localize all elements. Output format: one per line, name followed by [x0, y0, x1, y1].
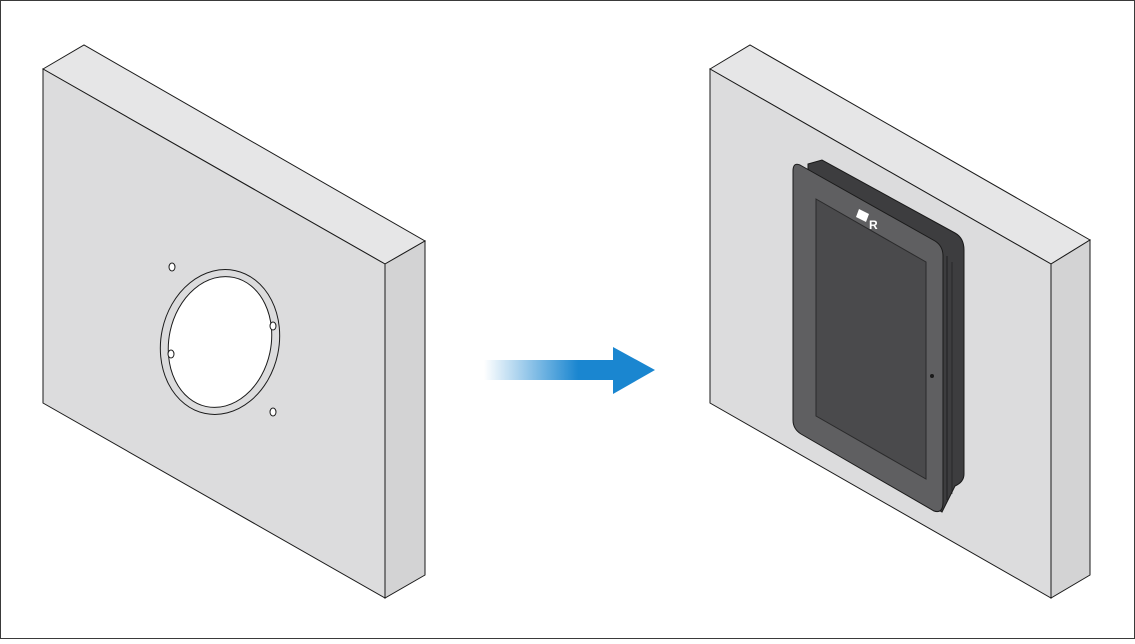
panel-before	[42, 44, 427, 599]
fixing-hole-icon	[269, 321, 277, 331]
panel-side-face	[384, 240, 426, 599]
fixing-hole-icon	[168, 262, 176, 272]
display-screen	[815, 198, 927, 480]
display-unit: R	[792, 159, 965, 513]
display-button-icon	[930, 374, 934, 378]
cutout-hole-icon	[167, 276, 273, 408]
panel-after: R	[709, 44, 1091, 599]
manufacturer-logo-icon: R	[856, 209, 878, 232]
fixing-hole-icon	[167, 349, 175, 359]
panel-side-face	[1050, 239, 1091, 599]
fixing-hole-icon	[269, 407, 277, 417]
logo-letter: R	[869, 218, 878, 232]
direction-arrow-icon	[484, 347, 655, 394]
